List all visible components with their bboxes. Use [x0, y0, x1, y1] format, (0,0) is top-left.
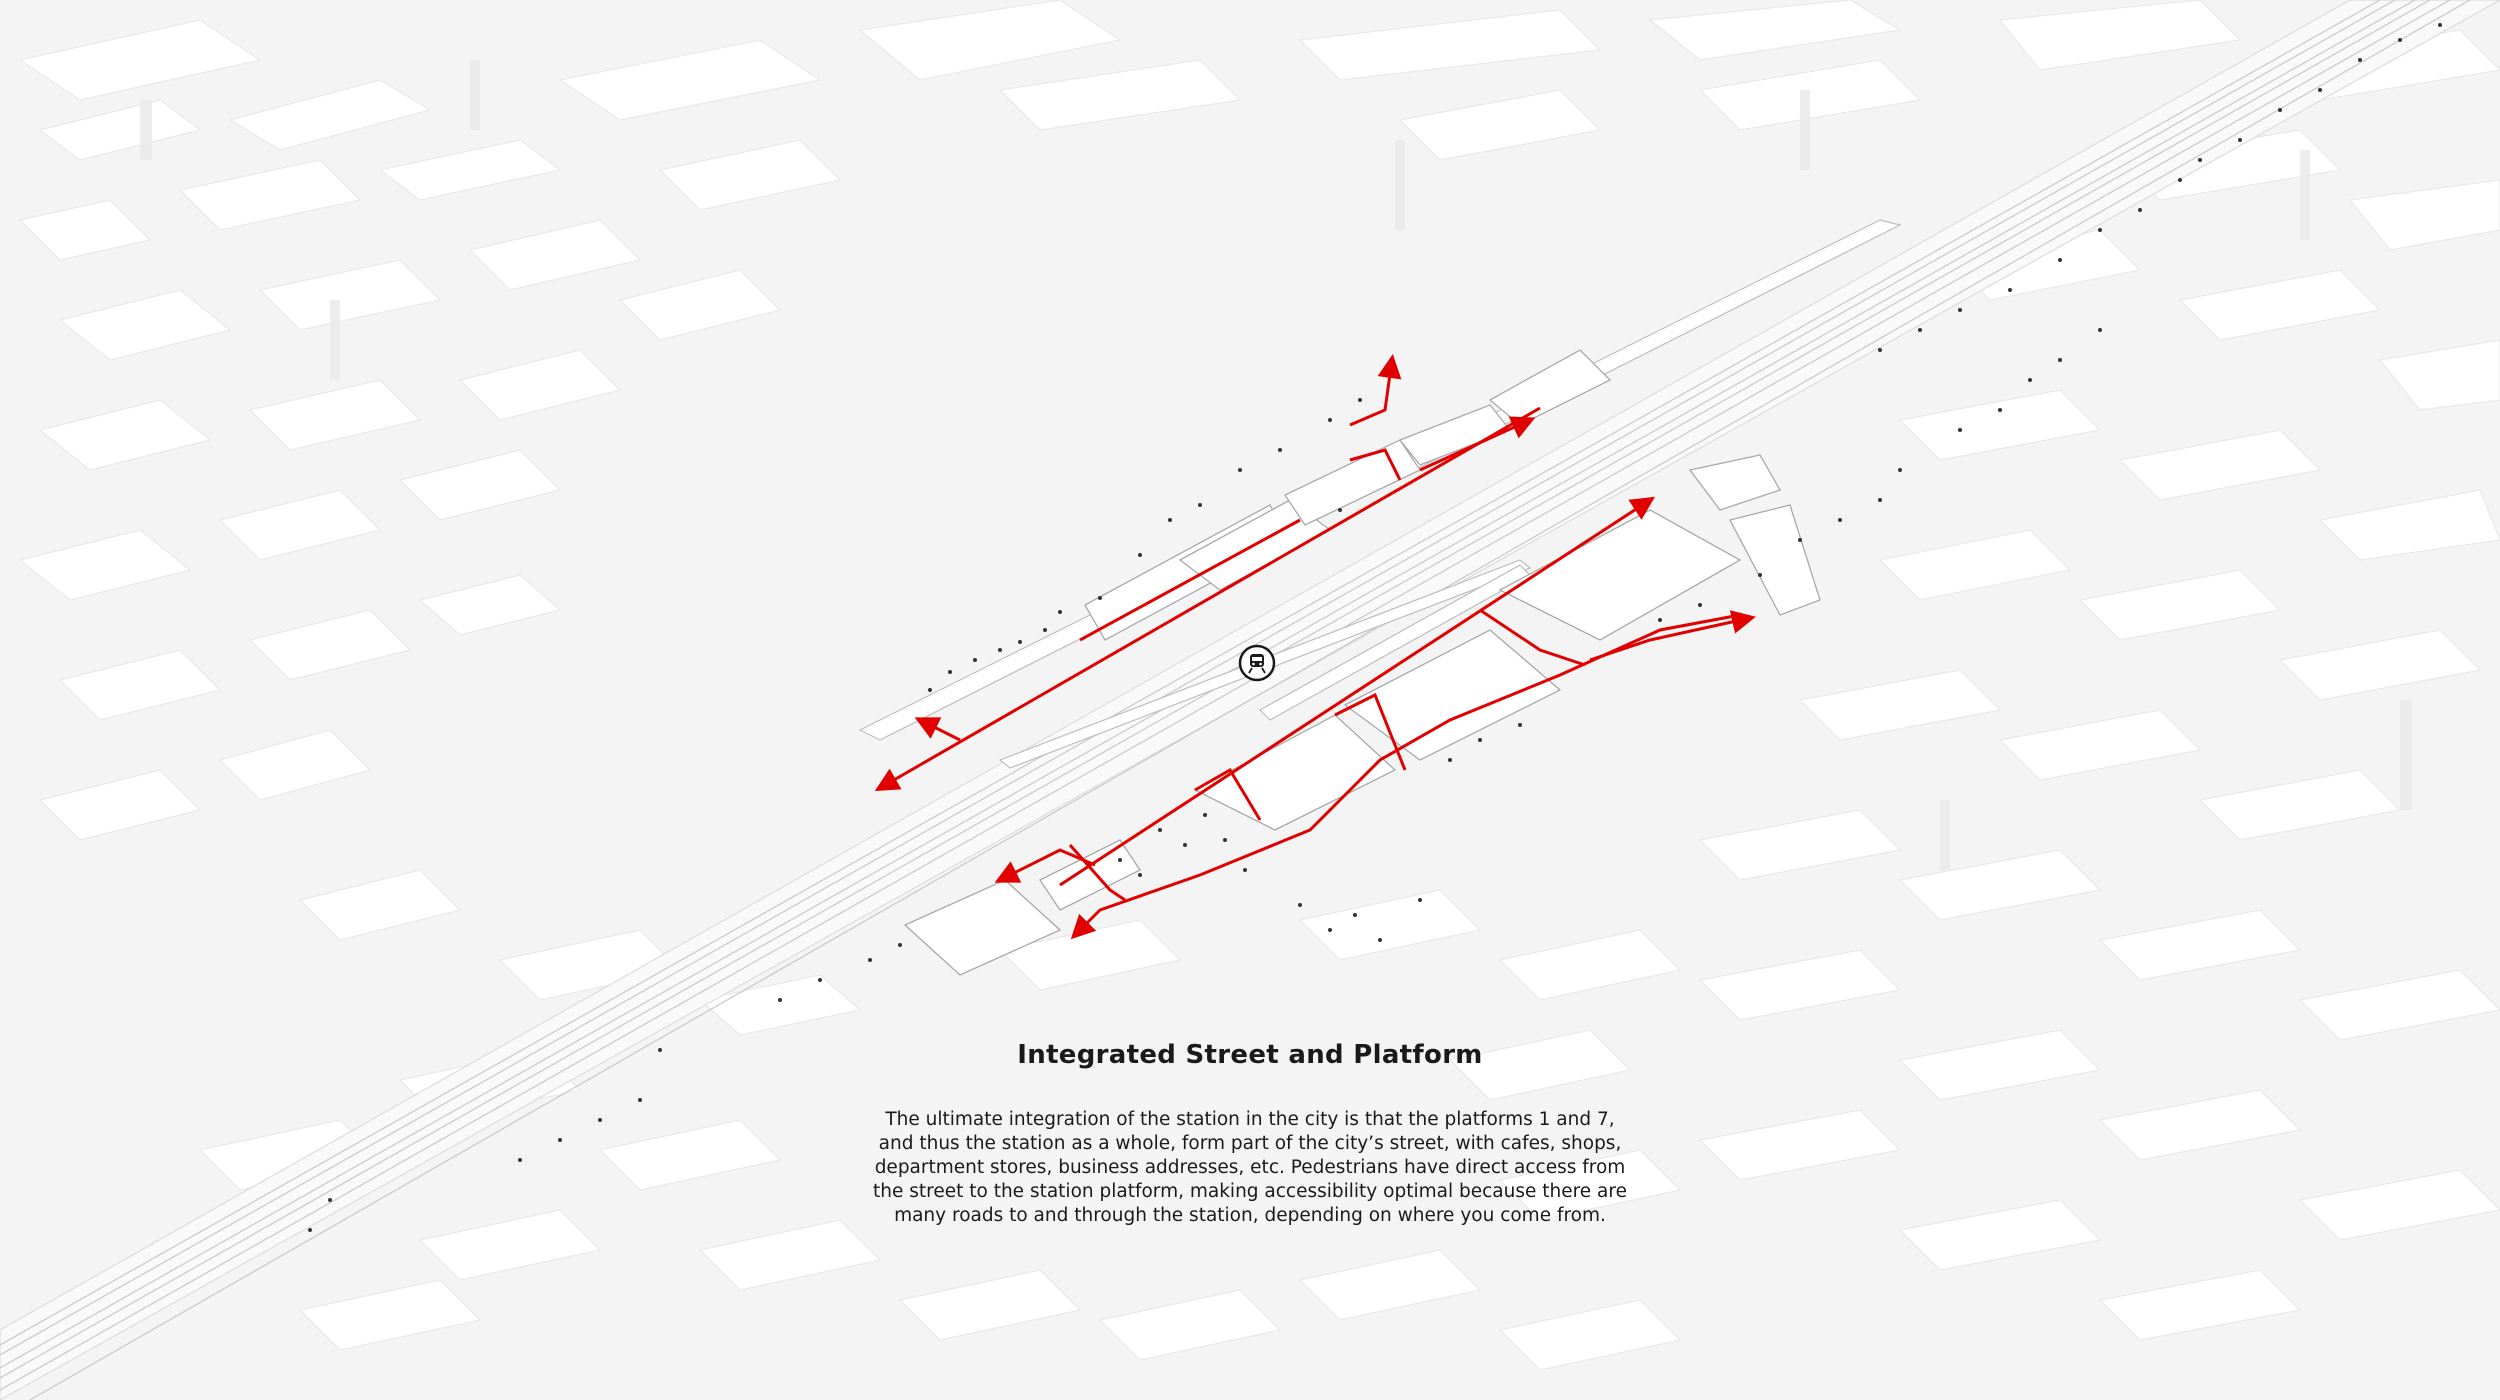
route-south-link-3: [1194, 767, 1262, 821]
building-shadows: [140, 60, 2412, 870]
route-south-link-2: [1334, 692, 1407, 771]
route-north-main: [874, 406, 1541, 791]
route-south-court: [1068, 844, 1126, 902]
route-north-crossing: [1349, 448, 1402, 481]
route-south-east: [1589, 610, 1756, 662]
route-north-inner: [1079, 518, 1301, 642]
pedestrians: [308, 23, 2442, 1232]
pedestrian-routes: [874, 354, 1756, 940]
caption-block: Integrated Street and Platform The ultim…: [850, 1040, 1650, 1228]
diagram-title: Integrated Street and Platform: [1017, 1040, 1483, 1070]
route-west-exit: [914, 717, 961, 742]
train-station-icon: [1238, 644, 1276, 682]
diagram-description: The ultimate integration of the station …: [873, 1109, 1627, 1226]
route-north-exit: [1349, 354, 1402, 427]
station-buildings-south: [903, 454, 1821, 976]
route-south-street: [1070, 613, 1741, 940]
route-north-east: [1419, 416, 1536, 472]
route-south-platform: [1059, 496, 1656, 887]
route-south-link-1: [1479, 608, 1586, 667]
